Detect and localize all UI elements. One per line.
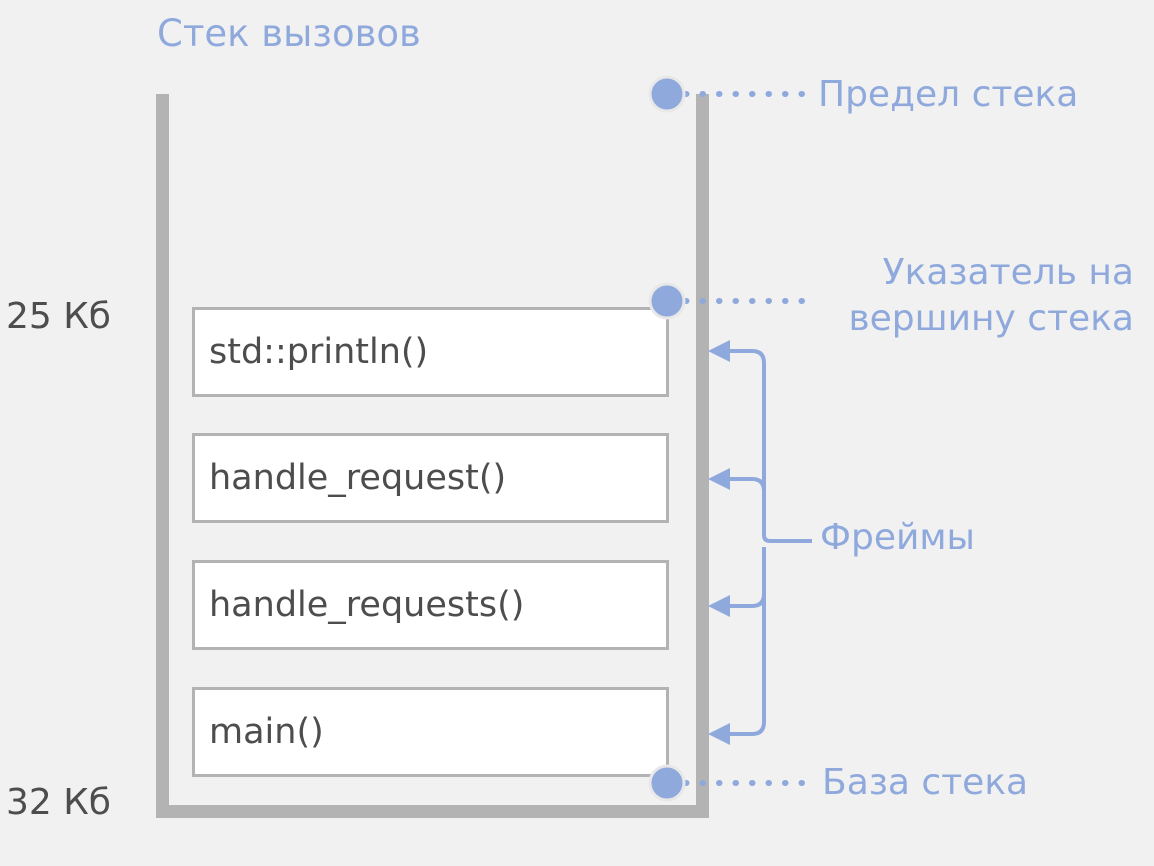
stack-frame-label: handle_requests() [209, 585, 525, 625]
frames-bracket-arrowheads [708, 340, 730, 745]
stack-wall-left [156, 94, 169, 818]
stack-frame: std::println() [192, 307, 669, 397]
callout-stack-base: База стека [822, 762, 1029, 803]
stack-wall-bottom [156, 805, 709, 818]
frames-bracket [722, 349, 812, 736]
stack-frame-label: std::println() [209, 332, 429, 372]
callout-frames: Фреймы [820, 517, 975, 558]
callout-stack-pointer-line1: Указатель на [882, 252, 1134, 293]
stack-size-label-top: 25 Кб [6, 296, 112, 337]
stack-frame: handle_requests() [192, 560, 669, 650]
stack-wall-right [696, 94, 709, 818]
stack-frame: main() [192, 687, 669, 777]
stack-frame-label: handle_request() [209, 458, 507, 498]
callout-stack-limit: Предел стека [818, 74, 1079, 115]
stack-size-label-bottom: 32 Кб [6, 782, 112, 823]
page-title: Стек вызовов [157, 12, 421, 55]
stack-limit-marker-icon [648, 75, 686, 113]
callout-stack-pointer: Указатель на вершину стека [816, 250, 1134, 342]
callout-stack-pointer-line2: вершину стека [848, 298, 1134, 340]
stack-frame: handle_request() [192, 433, 669, 523]
stack-frame-label: main() [209, 712, 324, 752]
